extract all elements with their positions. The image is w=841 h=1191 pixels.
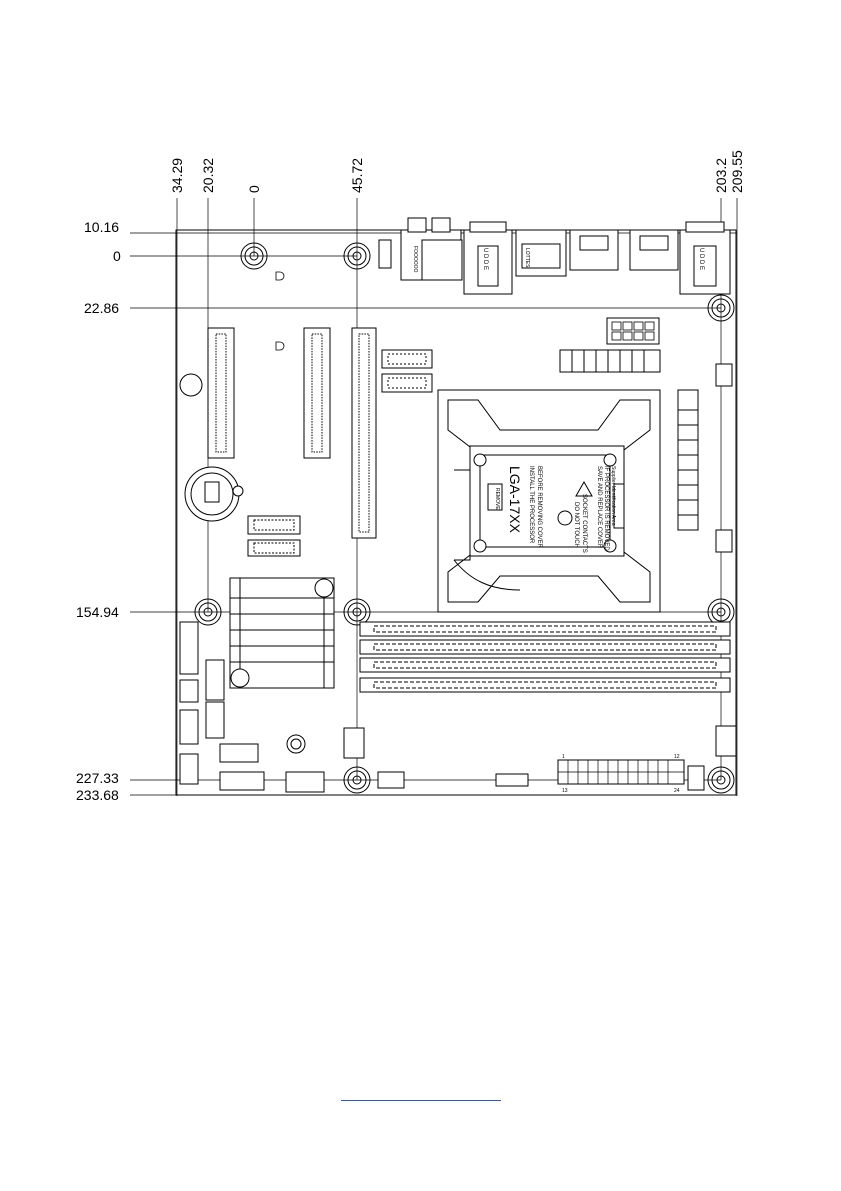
dimm-slots [360,622,730,692]
dim-left-4: 154.94 [76,604,119,620]
dimm-slot-3 [360,658,730,672]
pcie-x1-slot-1 [208,328,234,458]
m2-slot [248,516,300,556]
front-panel-headers [180,622,198,784]
hdmi-port-1 [570,230,618,270]
cpu-instruction-3: DO NOT TOUCH [573,502,579,548]
cpu-instruction-4: SOCKET CONTACTS [581,494,587,553]
cpu-supplier-area: Supplier Identification Area [610,466,616,526]
audio-jack-stack [401,218,462,280]
pcie-x1-slot-2 [304,328,330,458]
hdmi-port-2 [630,230,678,270]
usb-label: LOTTES [524,248,530,268]
usb-headers [382,350,432,392]
dim-left-3: 22.86 [84,300,119,316]
dim-top-1: 34.29 [169,158,185,193]
lan-usb-stack-2 [680,222,730,294]
vrm-heatsink-horizontal [560,350,660,372]
usb-stack [516,230,566,276]
rear-io-panel [379,218,730,294]
atx-pin-1: 1 [562,754,565,760]
chipset-heatsink [230,578,334,688]
dimm-slot-1 [360,622,730,636]
dim-top-4: 45.72 [349,158,365,193]
pcie-x16-slot [352,328,376,538]
dim-left-2: 0 [113,248,121,264]
dimm-slot-4 [360,678,730,692]
cpu-power-connector [607,318,659,344]
atx-pin-13: 13 [562,788,568,794]
dim-left-1: 10.16 [84,219,119,235]
atx-pin-24: 24 [674,788,680,794]
small-header-io [379,240,391,268]
dim-top-3: 0 [246,185,262,193]
atx-24pin-connector [558,760,684,784]
cpu-remove-tab: REMOVE [494,488,500,510]
footer-link-underline [341,1100,501,1101]
small-markers [276,272,284,350]
cpu-socket-label: LGA-17XX [507,466,523,534]
cpu-socket-area [438,390,660,612]
dim-top-6: 209.55 [729,150,745,193]
dim-top-5: 203.2 [713,158,729,193]
dim-top-2: 20.32 [200,158,216,193]
audio-jack-label: FOOOOOO [412,246,418,273]
cpu-instruction-5: SAVE AND REPLACE COVER [596,466,602,549]
cpu-instruction-6: IF PROCESSOR IS REMOVED [603,466,609,551]
vrm-heatsink-vertical [678,390,698,530]
dimm-slot-2 [360,640,730,654]
cpu-instruction-1: INSTALL THE PROCESSOR [528,466,534,544]
dim-left-5: 227.33 [76,770,119,786]
cpu-instruction-2: BEFORE REMOVING COVER [536,466,542,549]
dim-left-6: 233.68 [76,787,119,803]
lan2-label: U D D E [698,248,704,270]
fan-headers-right [716,364,732,552]
lan1-label: U D D E [482,248,488,270]
atx-pin-12: 12 [674,754,680,760]
